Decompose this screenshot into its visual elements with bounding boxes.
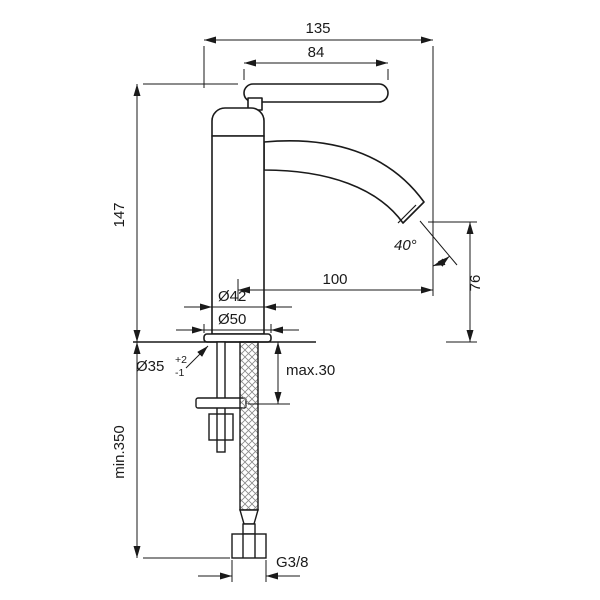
angle-arc	[432, 256, 450, 267]
lever-handle	[243, 83, 389, 103]
cartridge-dome	[211, 107, 265, 137]
spout-reach-label: 100	[322, 271, 347, 288]
overall-width-label: 135	[305, 20, 330, 37]
hole-tol-upper-label: +2	[175, 354, 187, 366]
aerator-line	[397, 204, 417, 224]
hose-collar	[242, 523, 256, 535]
spout	[263, 140, 425, 224]
threaded-shank	[216, 341, 226, 453]
hole-diameter-label: Ø35	[136, 358, 164, 375]
under-counter-assembly	[133, 341, 316, 559]
connection-thread-label: G3/8	[276, 554, 309, 571]
outlet-axis-line	[419, 220, 458, 266]
escutcheon	[203, 333, 272, 343]
mounting-nut	[208, 413, 234, 441]
hose-end-taper	[239, 509, 259, 525]
leader-hole-dia	[185, 345, 209, 369]
dimension-lines	[133, 36, 477, 582]
supply-hose	[239, 341, 259, 511]
height-label: 147	[111, 202, 128, 227]
lever-length-label: 84	[308, 44, 325, 61]
mounting-bracket	[195, 397, 247, 409]
dimension-labels: 135 84 147 min.350 100 40° 76 Ø42 Ø50 Ø3…	[111, 20, 484, 571]
base-diameter-label: Ø50	[218, 311, 246, 328]
body-diameter-label: Ø42	[218, 288, 246, 305]
min-hose-length-label: min.350	[111, 425, 128, 478]
spout-angle-label: 40°	[394, 237, 417, 254]
outlet-height-label: 76	[467, 275, 484, 292]
faucet-outline	[203, 83, 425, 343]
max-deck-thickness-label: max.30	[286, 362, 335, 379]
hole-tol-lower-label: -1	[175, 367, 184, 379]
hose-connection-nut	[231, 533, 267, 559]
